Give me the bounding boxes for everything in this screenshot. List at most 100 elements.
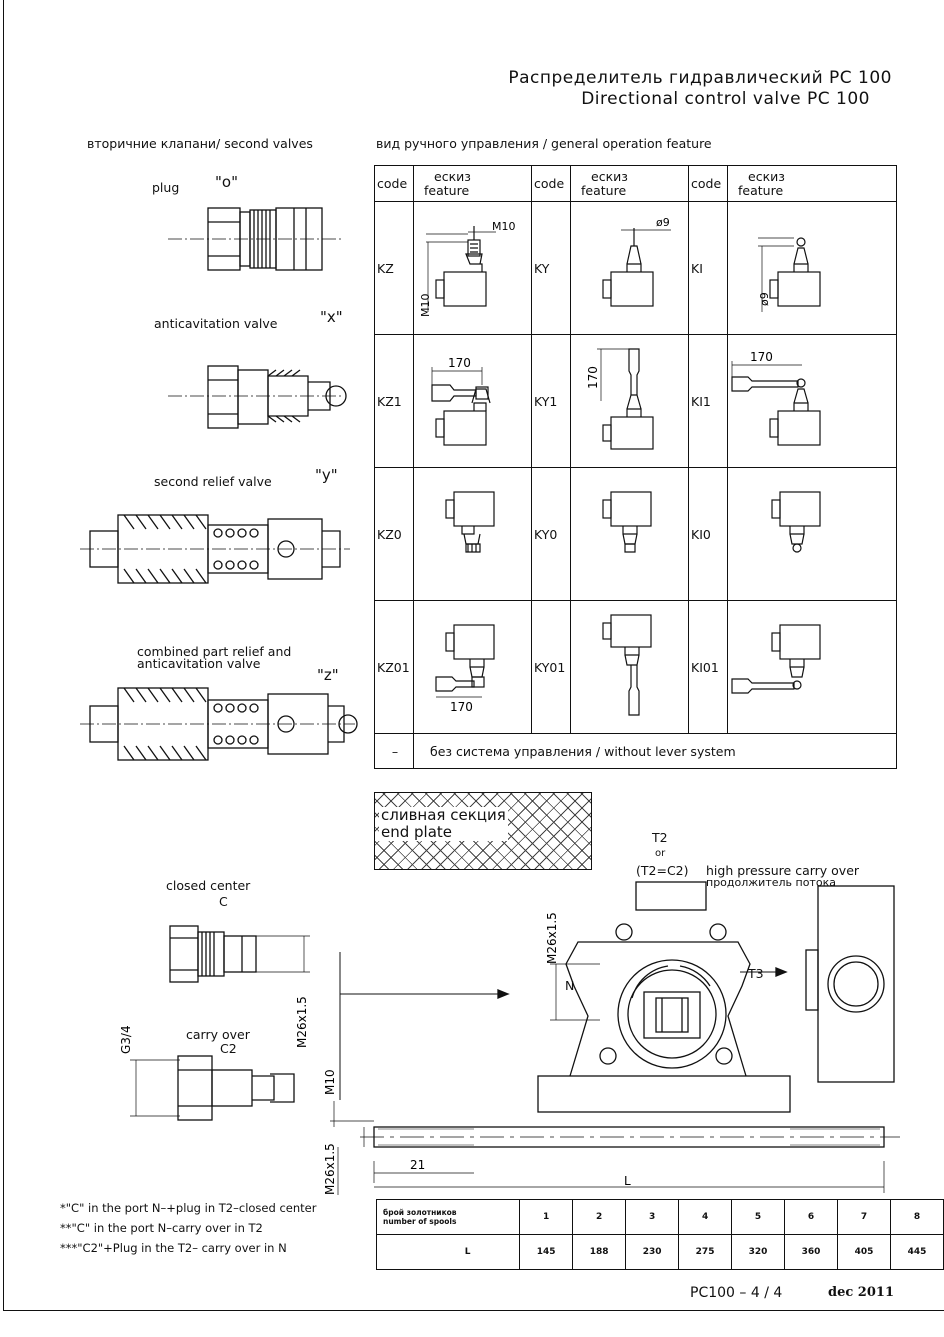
end-plate-box: сливная секция end plate xyxy=(374,792,592,870)
title-en: Directional control valve PC 100 xyxy=(581,89,870,109)
note-2: **"C" in the port N–carry over in T2 xyxy=(60,1221,263,1235)
dim-m10-vertical: M10 xyxy=(419,294,432,318)
sketch-KZ1: 170 xyxy=(413,334,532,468)
second-valves-drawings xyxy=(80,207,358,761)
valve-label-combined-line2: anticavitation valve xyxy=(137,656,261,671)
bottom-border-line xyxy=(3,1310,944,1311)
sketch-KY1: 170 xyxy=(570,334,689,468)
doc-number: PC100 – 4 / 4 xyxy=(690,1285,783,1301)
code-KI1: KI1 xyxy=(688,334,728,468)
header-code-2: code xyxy=(531,165,571,202)
dim-170-vertical: 170 xyxy=(586,366,600,389)
dim-m26-rod: M26x1.5 xyxy=(323,1143,337,1195)
valve-label-plug: plug xyxy=(152,180,180,195)
length-value: 405 xyxy=(837,1234,891,1270)
table-row: KZ1 170 KY1 170 KI1 xyxy=(374,334,897,468)
dim-m26-closed: M26x1.5 xyxy=(295,996,309,1048)
code-KY01: KY01 xyxy=(531,600,571,734)
spool-count: 5 xyxy=(731,1199,786,1235)
note-3: ***"C2"+Plug in the T2– carry over in N xyxy=(60,1241,287,1255)
spool-count: 4 xyxy=(678,1199,733,1235)
combined-valve-drawing xyxy=(80,687,358,761)
code-KY: KY xyxy=(531,201,571,335)
port-t2-label: T2 xyxy=(652,830,668,845)
notes: *"C" in the port N–+plug in T2–closed ce… xyxy=(60,1198,316,1258)
spool-count: 2 xyxy=(572,1199,627,1235)
length-value: 360 xyxy=(784,1234,838,1270)
carry-over-label: carry over xyxy=(186,1027,250,1042)
second-valves-heading: вторичние клапани/ second valves xyxy=(87,136,313,151)
table-row: KZ M10 M10 KY ø9 KI xyxy=(374,201,897,335)
length-value: 188 xyxy=(572,1234,627,1270)
sketch-KY: ø9 xyxy=(570,201,689,335)
left-border-line xyxy=(3,0,4,1310)
header-code-3: code xyxy=(688,165,728,202)
dim-170: 170 xyxy=(448,356,471,370)
dim-m26-body: M26x1.5 xyxy=(545,912,559,964)
title-block: Распределитель гидравлический PC 100 Dir… xyxy=(508,68,892,110)
dim-170: 170 xyxy=(750,350,773,364)
valve-side-view xyxy=(805,885,895,1083)
plug-drawing xyxy=(168,207,342,271)
code-KI01: KI01 xyxy=(688,600,728,734)
port-or-label: or xyxy=(655,848,666,859)
end-plate-ru: сливная секция xyxy=(381,806,506,824)
sketch-KI01 xyxy=(727,600,897,734)
anticavitation-drawing xyxy=(168,365,347,429)
valve-code-x: "x" xyxy=(320,308,343,326)
valve-code-o: "o" xyxy=(215,173,238,191)
length-value: 445 xyxy=(889,1234,944,1270)
dim-m10: M10 xyxy=(492,220,516,233)
code-KI0: KI0 xyxy=(688,467,728,601)
carry-over-code: C2 xyxy=(220,1041,237,1056)
dim-170: 170 xyxy=(450,700,473,714)
code-none: – xyxy=(374,733,414,769)
dim-d9: ø9 xyxy=(656,216,670,229)
no-lever-text: без система управления / without lever s… xyxy=(413,733,897,769)
length-label: L xyxy=(375,1234,521,1270)
spool-count: 7 xyxy=(837,1199,891,1235)
valve-label-anticavitation: anticavitation valve xyxy=(154,316,278,331)
tie-rod-drawing: M10 M26x1.5 21 L xyxy=(323,1069,900,1195)
note-1: *"C" in the port N–+plug in T2–closed ce… xyxy=(60,1201,317,1215)
operation-heading: вид ручного управления / general operati… xyxy=(376,136,712,151)
length-value: 320 xyxy=(731,1234,786,1270)
spool-count: 8 xyxy=(889,1199,944,1235)
code-KZ0: KZ0 xyxy=(374,467,414,601)
sketch-KZ: M10 M10 xyxy=(413,201,532,335)
valve-code-z: "z" xyxy=(317,666,339,684)
closed-center-label: closed center xyxy=(166,878,251,893)
port-n-label: N xyxy=(565,978,575,993)
end-plate-label: сливная секция end plate xyxy=(379,807,508,841)
carry-over-fitting xyxy=(130,1055,295,1121)
sketch-KZ0 xyxy=(413,467,532,601)
length-value: 275 xyxy=(678,1234,733,1270)
length-value: 230 xyxy=(625,1234,680,1270)
length-value: 145 xyxy=(519,1234,574,1270)
closed-center-plug xyxy=(169,925,310,983)
valve-label-second-relief: second relief valve xyxy=(154,474,272,489)
sketch-KI: ø9 xyxy=(727,201,897,335)
sketch-KY0 xyxy=(570,467,689,601)
table-row-no-lever: – без система управления / without lever… xyxy=(374,733,897,769)
table-row: L 145 188 230 275 320 360 405 445 xyxy=(375,1234,944,1270)
doc-date: dec 2011 xyxy=(828,1285,894,1300)
code-KZ01: KZ01 xyxy=(374,600,414,734)
sketch-KY01 xyxy=(570,600,689,734)
code-KZ1: KZ1 xyxy=(374,334,414,468)
dim-d9-vertical: ø9 xyxy=(758,292,771,306)
dim-m10-rod: M10 xyxy=(323,1069,337,1095)
dim-21: 21 xyxy=(410,1158,425,1172)
main-valve-body xyxy=(537,881,791,1113)
second-relief-drawing xyxy=(80,514,350,584)
code-KY0: KY0 xyxy=(531,467,571,601)
dim-L: L xyxy=(624,1174,631,1188)
